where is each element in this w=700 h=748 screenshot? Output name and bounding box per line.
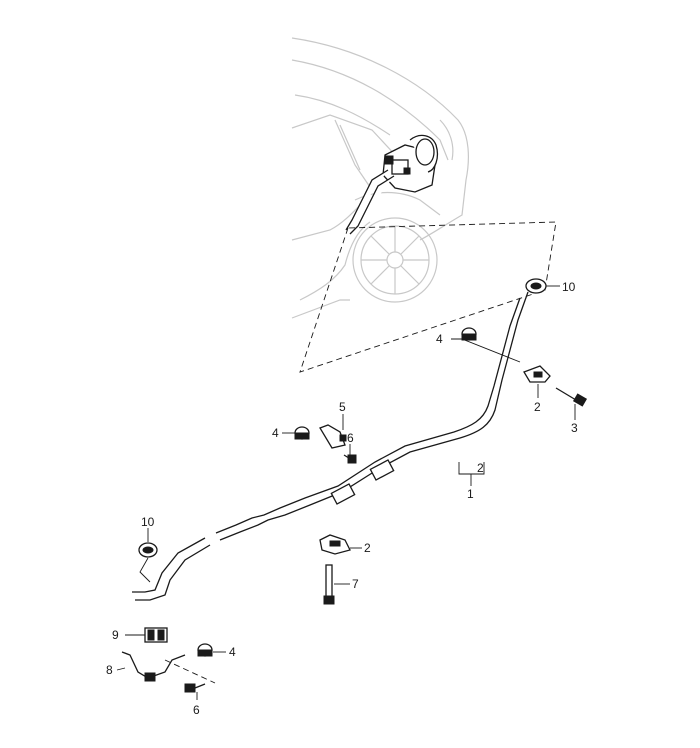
- callout-10-top: 10: [562, 280, 576, 294]
- callout-4-upper-right: 4: [436, 332, 443, 346]
- callout-6-mid: 6: [347, 431, 354, 445]
- callout-8-bracket: 8: [106, 663, 113, 677]
- callout-4-mid: 4: [272, 426, 279, 440]
- callout-6-lower: 6: [193, 703, 200, 717]
- clip-right: [523, 365, 551, 383]
- grommet-top: [525, 278, 547, 294]
- filler-assembly: [345, 134, 439, 235]
- clip-mid: [319, 534, 351, 555]
- vehicle-outline: [291, 37, 469, 319]
- bracket-lower: [121, 651, 186, 682]
- location-dash-outline: [299, 221, 557, 373]
- lower-dash-line: [164, 659, 216, 684]
- callout-2-clip-right: 2: [534, 400, 541, 414]
- callout-5-bracket: 5: [339, 400, 346, 414]
- callout-4-lower: 4: [229, 645, 236, 659]
- spacer-upper-right: [461, 327, 477, 341]
- callout-9-clamp: 9: [112, 628, 119, 642]
- callout-2-clip-mid: 2: [364, 541, 371, 555]
- callout-1-line: 1: [467, 487, 474, 501]
- leader-lines: [116, 285, 576, 700]
- clamp: [144, 627, 168, 643]
- callout-10-left: 10: [141, 515, 155, 529]
- bolt-right: [555, 387, 588, 407]
- spacer-mid: [294, 426, 310, 440]
- bracket-mid: [319, 424, 347, 449]
- line-pair: [132, 291, 529, 601]
- screw-mid: [343, 454, 357, 464]
- callout-2-bracket: 2: [477, 461, 484, 475]
- bolt-mid: [323, 564, 335, 605]
- screw-lower: [184, 683, 206, 693]
- callout-3-bolt: 3: [571, 421, 578, 435]
- spacer-lower: [197, 643, 213, 657]
- callout-7-bolt: 7: [352, 577, 359, 591]
- grommet-left: [138, 542, 158, 583]
